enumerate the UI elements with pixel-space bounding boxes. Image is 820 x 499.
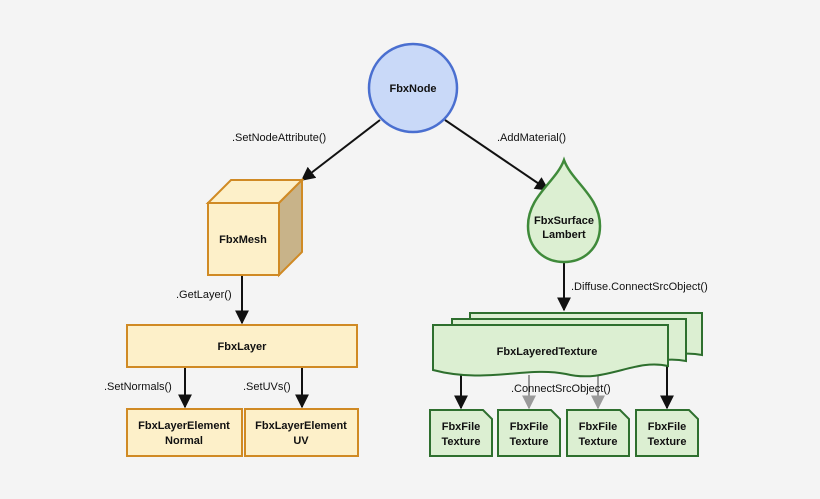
fbx-node-circle [367,42,459,134]
surface-label-line1: FbxSurface [534,215,594,227]
file-texture-2: FbxFile Texture [497,409,561,457]
fbx-mesh-label: FbxMesh [219,234,267,246]
file-texture-2-line1: FbxFile [510,421,549,433]
file-texture-2-shape [497,409,561,457]
file-texture-1-shape [429,409,493,457]
node-fbx-node: FbxNode [367,42,459,134]
fbx-layer-box [126,324,358,368]
layered-texture-label: FbxLayeredTexture [497,346,598,358]
edge-label-get-layer: .GetLayer() [176,289,232,301]
file-texture-2-line2: Texture [510,436,549,448]
surface-label-line2: Lambert [542,229,586,241]
file-texture-4: FbxFile Texture [635,409,699,457]
mesh-cube-front [207,202,280,276]
layer-element-uv-line1: FbxLayerElement [255,420,347,432]
file-texture-1: FbxFile Texture [429,409,493,457]
file-texture-4-line2: Texture [648,436,687,448]
node-layer-element-normal: FbxLayerElement Normal [126,408,243,457]
edge-labels: .SetNodeAttribute() .AddMaterial() .GetL… [104,132,708,395]
file-texture-4-shape [635,409,699,457]
edge-node-to-surface [444,119,550,191]
node-layered-texture: FbxLayeredTexture [432,312,703,378]
file-texture-3: FbxFile Texture [566,409,630,457]
edge-label-set-node-attribute: .SetNodeAttribute() [232,132,326,144]
file-texture-1-line2: Texture [442,436,481,448]
node-fbx-layer: FbxLayer [126,324,358,368]
surface-drop-shape [526,156,602,264]
file-texture-4-line1: FbxFile [648,421,687,433]
file-texture-3-line2: Texture [579,436,618,448]
layer-element-normal-box [126,408,243,457]
layer-element-normal-line2: Normal [165,435,203,447]
fbx-layer-label: FbxLayer [218,341,268,353]
file-texture-1-line1: FbxFile [442,421,481,433]
file-texture-3-line1: FbxFile [579,421,618,433]
layer-element-uv-box [244,408,359,457]
edge-label-connect-src-object: .ConnectSrcObject() [511,383,611,395]
layered-texture-front-sheet [432,324,669,378]
edge-node-to-mesh [300,119,381,181]
edge-label-set-uvs: .SetUVs() [243,381,291,393]
edge-label-diffuse-connect: .Diffuse.ConnectSrcObject() [571,281,708,293]
fbx-node-label: FbxNode [389,83,436,95]
edge-label-set-normals: .SetNormals() [104,381,172,393]
node-fbx-mesh: FbxMesh [205,177,305,278]
node-surface-lambert: FbxSurface Lambert [526,156,602,264]
edge-label-add-material: .AddMaterial() [497,132,566,144]
layer-element-normal-line1: FbxLayerElement [138,420,230,432]
file-texture-3-shape [566,409,630,457]
layer-element-uv-line2: UV [293,435,309,447]
node-layer-element-uv: FbxLayerElement UV [244,408,359,457]
edges [178,119,674,410]
